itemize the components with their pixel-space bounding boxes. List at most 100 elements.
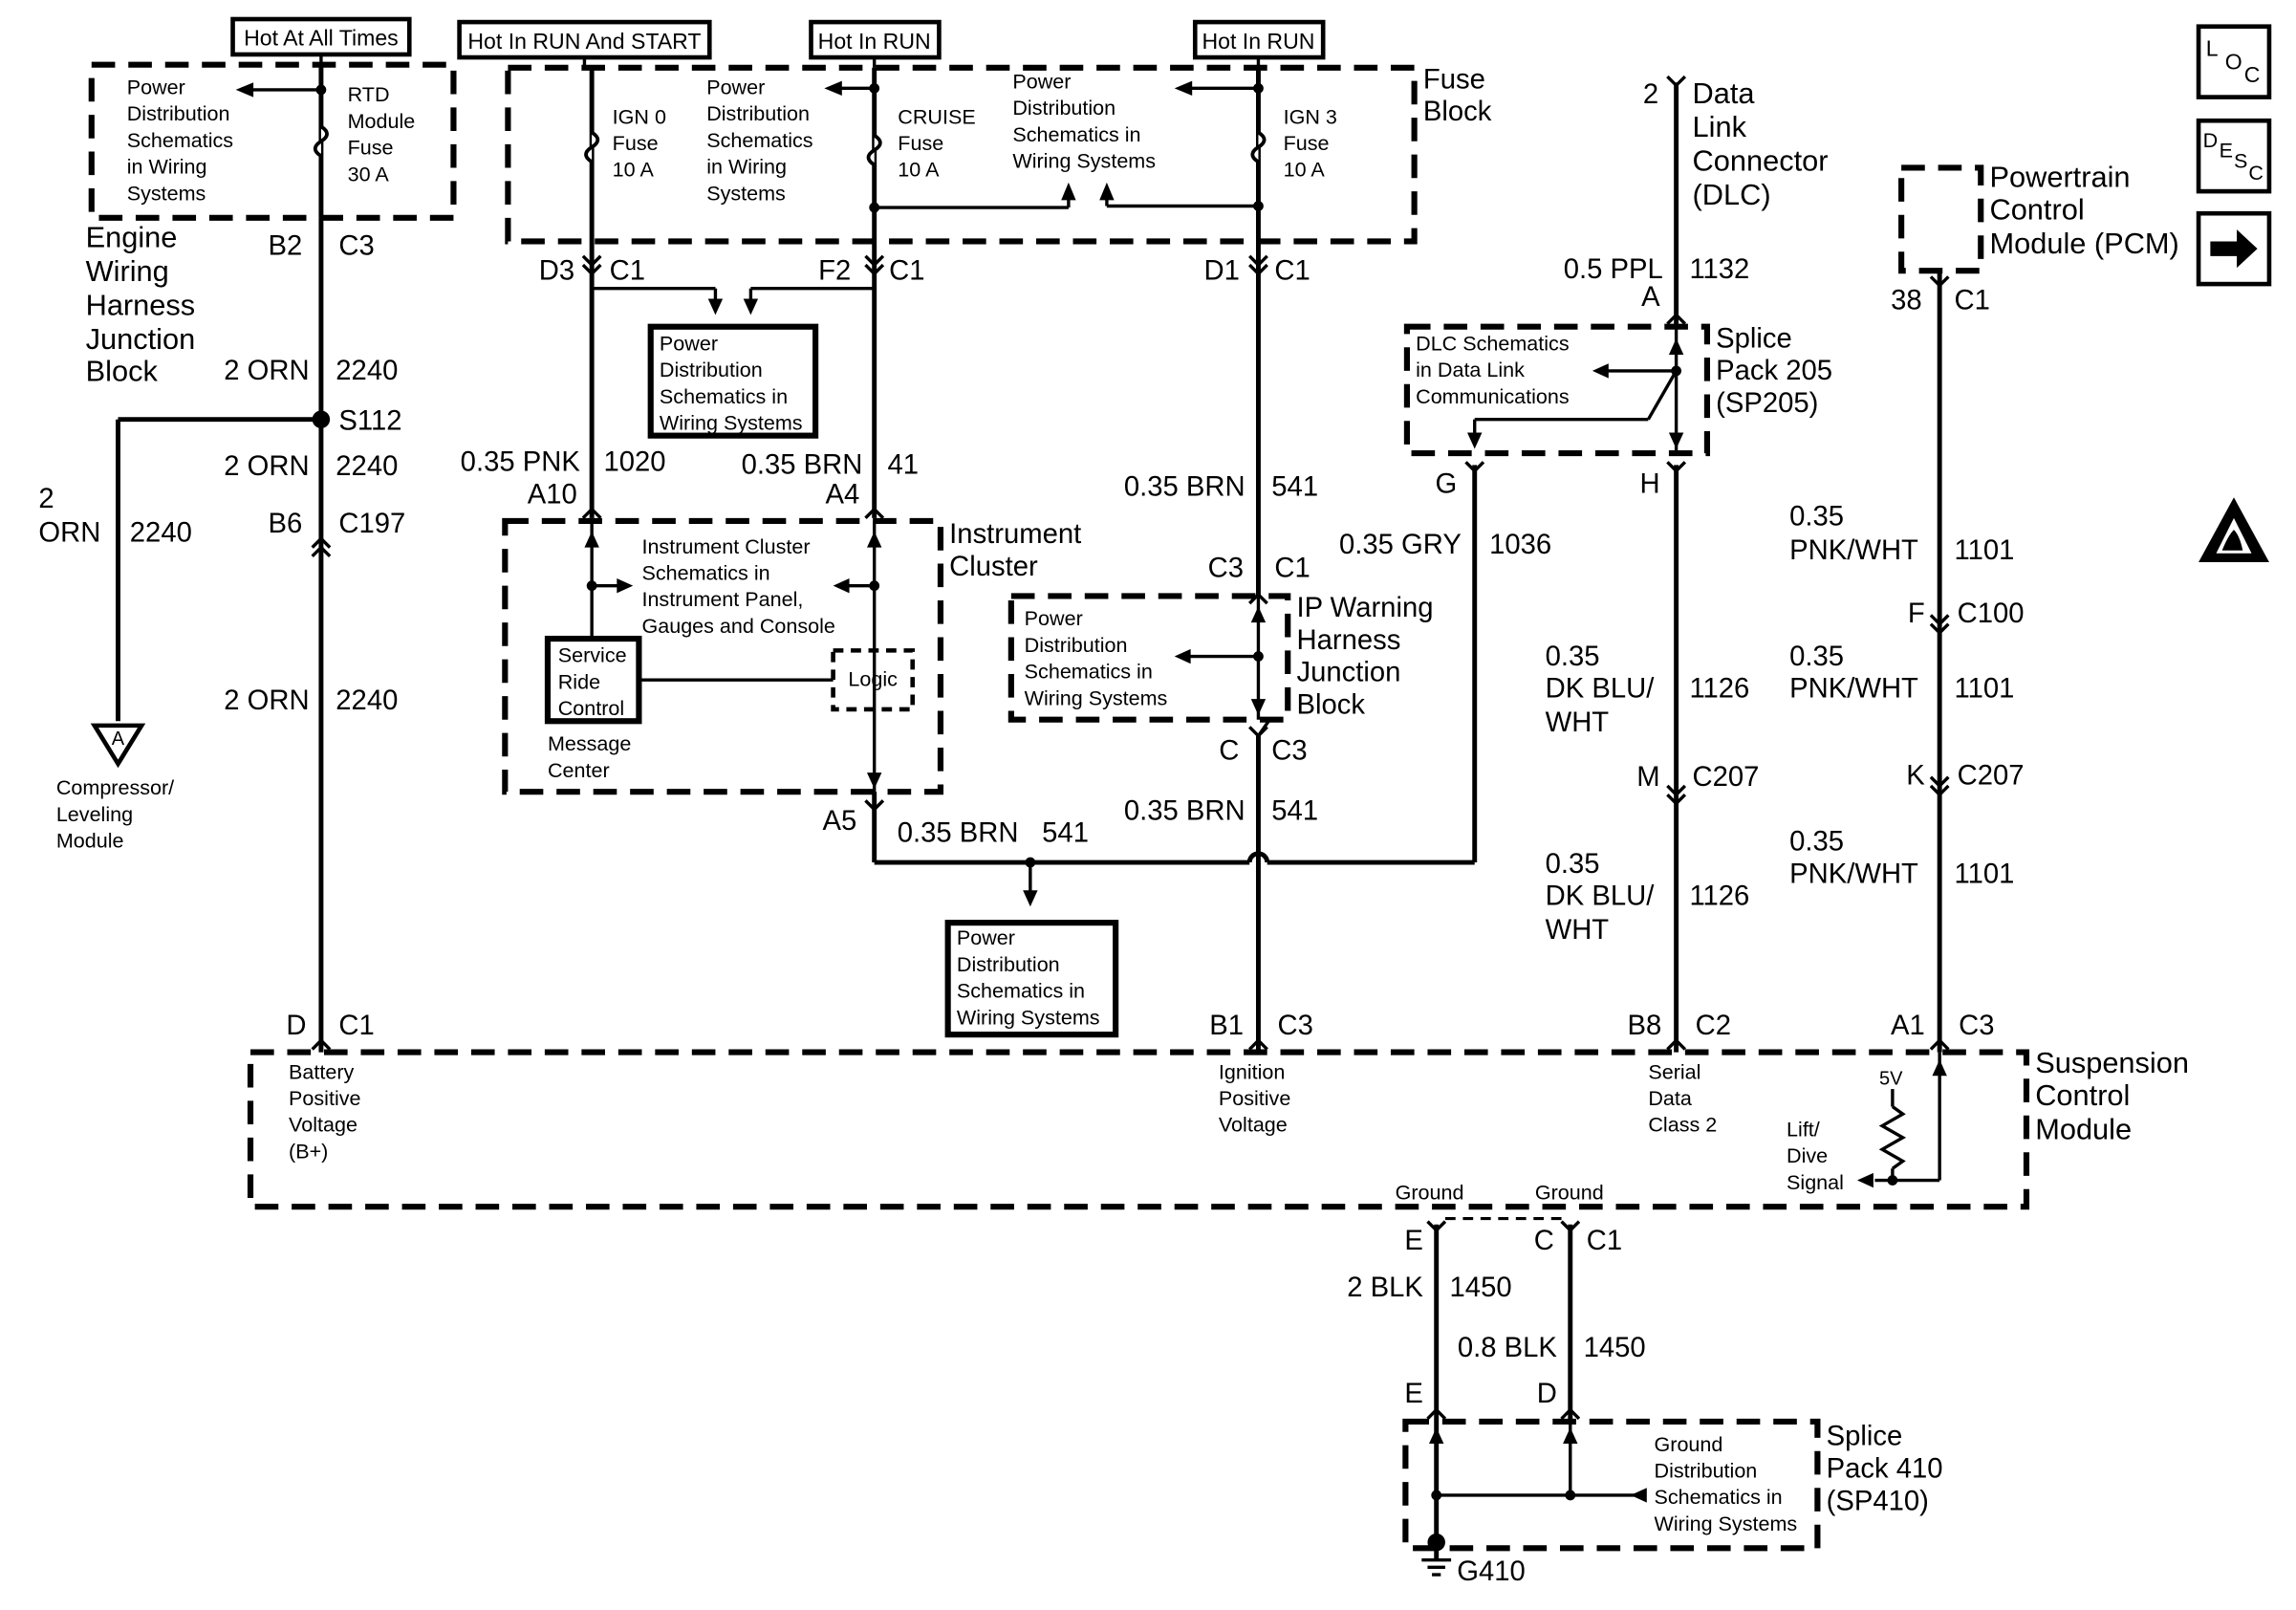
svg-text:Gauges and Console: Gauges and Console bbox=[641, 614, 834, 638]
svg-text:0.35: 0.35 bbox=[1789, 502, 1844, 533]
connector-h: H bbox=[1640, 469, 1660, 500]
svg-text:Module: Module bbox=[56, 829, 124, 853]
svg-text:DK BLU/: DK BLU/ bbox=[1546, 674, 1656, 705]
svg-text:Leveling: Leveling bbox=[56, 802, 133, 826]
svg-text:Control: Control bbox=[2035, 1078, 2130, 1112]
svg-text:1101: 1101 bbox=[1955, 535, 2015, 566]
svg-text:Block: Block bbox=[86, 355, 159, 388]
svg-text:Fuse: Fuse bbox=[1423, 64, 1485, 95]
svg-text:M: M bbox=[1636, 762, 1659, 793]
ground-icon bbox=[1421, 1557, 1452, 1577]
hot-label: Hot In RUN bbox=[809, 19, 942, 60]
svg-text:Wiring: Wiring bbox=[86, 254, 169, 288]
svg-text:Battery: Battery bbox=[289, 1059, 354, 1083]
arrow-icon bbox=[1856, 1172, 1874, 1188]
svg-text:Data: Data bbox=[1648, 1086, 1692, 1110]
connector-38-c1: 38 C1 bbox=[1891, 285, 1990, 315]
arrow-icon bbox=[1429, 1427, 1444, 1445]
svg-text:Class 2: Class 2 bbox=[1648, 1113, 1717, 1137]
lift-dive-label: Lift/ Dive Signal bbox=[1787, 1117, 1844, 1193]
fuse-icon bbox=[866, 133, 882, 167]
wire-label: 0.5 PPL 1132 bbox=[1564, 254, 1750, 285]
svg-text:C3: C3 bbox=[1271, 735, 1307, 766]
svg-text:Voltage: Voltage bbox=[1219, 1113, 1288, 1137]
arrow-icon bbox=[1250, 699, 1267, 716]
svg-text:E: E bbox=[2220, 139, 2233, 163]
svg-text:C1: C1 bbox=[338, 1011, 374, 1041]
svg-text:Wiring Systems: Wiring Systems bbox=[1025, 685, 1168, 709]
svg-text:Splice: Splice bbox=[1827, 1422, 1903, 1452]
connector-b8-c2: B8 C2 bbox=[1627, 1011, 1731, 1041]
arrow-icon bbox=[235, 82, 254, 98]
svg-text:0.35 BRN: 0.35 BRN bbox=[898, 817, 1019, 848]
svg-text:in Wiring: in Wiring bbox=[706, 155, 787, 179]
svg-text:Wiring Systems: Wiring Systems bbox=[1655, 1512, 1798, 1535]
svg-text:41: 41 bbox=[888, 450, 920, 481]
svg-text:Junction: Junction bbox=[1296, 658, 1400, 688]
svg-text:Schematics: Schematics bbox=[706, 128, 812, 152]
svg-text:Power: Power bbox=[957, 925, 1015, 949]
arrow-icon bbox=[584, 531, 599, 548]
svg-text:Power: Power bbox=[1025, 606, 1083, 630]
connector-a1-c3: A1 C3 bbox=[1891, 1011, 1995, 1041]
battery-voltage-label: Battery Positive Voltage (B+) bbox=[289, 1059, 360, 1163]
svg-text:Voltage: Voltage bbox=[289, 1113, 357, 1137]
svg-text:0.35 GRY: 0.35 GRY bbox=[1339, 530, 1462, 560]
svg-text:C: C bbox=[2244, 62, 2261, 87]
svg-text:C: C bbox=[1219, 735, 1239, 766]
arrow-icon bbox=[866, 772, 882, 790]
svg-text:0.35: 0.35 bbox=[1789, 827, 1844, 858]
svg-text:PNK/WHT: PNK/WHT bbox=[1789, 674, 1918, 705]
connector-d-c1: D C1 bbox=[286, 1011, 374, 1041]
power-dist-box bbox=[647, 323, 819, 439]
wire-label: 2 BLK 1450 bbox=[1347, 1273, 1511, 1303]
svg-text:D: D bbox=[2203, 128, 2219, 152]
wire-label: 0.35 BRN 541 bbox=[1124, 472, 1318, 503]
svg-text:IGN 0: IGN 0 bbox=[613, 104, 666, 128]
svg-text:Distribution: Distribution bbox=[957, 952, 1060, 976]
svg-text:C197: C197 bbox=[338, 509, 405, 539]
scm-title: Suspension Control Module bbox=[2035, 1046, 2189, 1145]
desc-icon[interactable]: D E S C bbox=[2196, 118, 2272, 194]
arrow-icon bbox=[1467, 432, 1483, 449]
power-dist-box bbox=[944, 920, 1119, 1038]
dlc-ref: DLC Schematics in Data Link Communicatio… bbox=[1416, 331, 1569, 407]
ref-letter: A bbox=[112, 729, 125, 750]
svg-text:C1: C1 bbox=[1955, 285, 1990, 315]
svg-text:Message: Message bbox=[548, 731, 631, 755]
svg-text:30 A: 30 A bbox=[348, 162, 390, 185]
splice-pack-410 bbox=[1402, 1418, 1821, 1552]
wire-label: 0.35 BRN 541 bbox=[1124, 795, 1318, 826]
svg-text:2240: 2240 bbox=[336, 451, 398, 482]
svg-text:F2: F2 bbox=[818, 255, 851, 286]
svg-text:Dive: Dive bbox=[1787, 1143, 1828, 1167]
svg-text:DK BLU/: DK BLU/ bbox=[1546, 881, 1656, 912]
svg-text:Schematics in: Schematics in bbox=[641, 560, 769, 584]
svg-text:1126: 1126 bbox=[1689, 674, 1749, 705]
dlc-pin: 2 bbox=[1643, 79, 1658, 110]
svg-text:Power: Power bbox=[1012, 69, 1071, 93]
svg-text:1126: 1126 bbox=[1689, 881, 1749, 912]
connector-f-c100: F C100 bbox=[1908, 598, 2025, 629]
svg-text:Wiring Systems: Wiring Systems bbox=[957, 1005, 1100, 1029]
loc-icon[interactable]: L O C bbox=[2196, 24, 2272, 99]
svg-text:Module: Module bbox=[348, 109, 416, 133]
connector-g: G bbox=[1436, 469, 1458, 500]
svg-text:541: 541 bbox=[1271, 795, 1318, 826]
svg-text:Block: Block bbox=[1296, 690, 1365, 721]
arrow-icon bbox=[1099, 182, 1115, 201]
connector-a10: A10 bbox=[528, 479, 577, 510]
svg-text:2 ORN: 2 ORN bbox=[224, 356, 309, 386]
svg-text:Ground: Ground bbox=[1655, 1432, 1723, 1456]
right-arrow-icon[interactable] bbox=[2196, 210, 2272, 287]
arrow-icon bbox=[1592, 363, 1609, 379]
ground-label: Ground bbox=[1396, 1181, 1464, 1205]
splice-pack-205 bbox=[1403, 323, 1711, 457]
svg-text:0.35 BRN: 0.35 BRN bbox=[1124, 795, 1245, 826]
wire-label: 0.35 DK BLU/ WHT 1126 bbox=[1546, 642, 1750, 738]
svg-text:C3: C3 bbox=[338, 230, 374, 261]
svg-text:Lift/: Lift/ bbox=[1787, 1117, 1820, 1141]
svg-text:0.35 PNK: 0.35 PNK bbox=[461, 447, 581, 478]
ewhjb-title: Engine Wiring Harness Junction Block bbox=[86, 221, 196, 388]
